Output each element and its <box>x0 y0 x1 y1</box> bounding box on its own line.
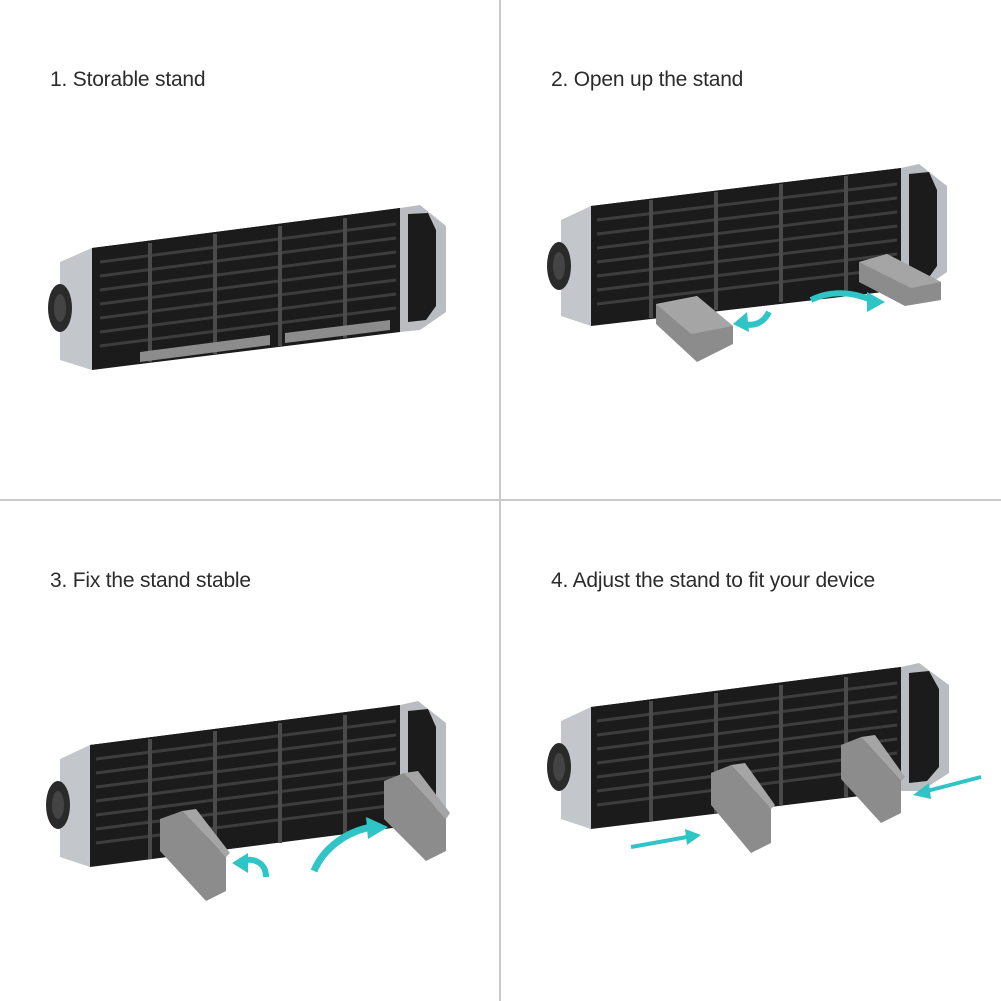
push-arrow-icon <box>630 835 688 849</box>
stand-left-fixed <box>160 809 230 901</box>
step-caption-2: 2. Open up the stand <box>551 68 743 92</box>
step-panel-1: 1. Storable stand <box>0 0 499 499</box>
step-number: 1. <box>50 68 68 91</box>
step-label: Fix the stand stable <box>72 569 251 592</box>
fan-open-stand-image <box>547 164 947 362</box>
fan-adjust-stand-image <box>547 663 982 853</box>
step-label: Storable stand <box>72 68 206 91</box>
stand-right-adjusted <box>841 735 905 823</box>
stored-stand-left <box>140 335 270 362</box>
horizontal-divider <box>0 499 1001 501</box>
stand-right-fixed <box>384 771 450 861</box>
fan-unit <box>547 164 947 326</box>
push-arrow-icon <box>926 775 982 793</box>
fan-storable-stand-image <box>48 205 446 370</box>
rotate-arrow-icon <box>809 290 873 303</box>
step-number: 4. <box>551 569 569 592</box>
fan-unit <box>547 663 949 829</box>
stand-right-open <box>859 254 941 306</box>
step-caption-4: 4. Adjust the stand to fit your device <box>551 569 875 593</box>
fan-unit <box>48 205 446 370</box>
step-number: 3. <box>50 569 68 592</box>
step-number: 2. <box>551 68 569 91</box>
rotate-arrow-icon <box>310 823 373 873</box>
step-panel-4: 4. Adjust the stand to fit your device <box>501 501 1000 1000</box>
fan-fixed-stand-image <box>46 701 450 901</box>
step-panel-3: 3. Fix the stand stable <box>0 501 499 1000</box>
step-caption-1: 1. Storable stand <box>50 68 206 92</box>
stored-stand-right <box>285 320 390 343</box>
step-label: Open up the stand <box>573 68 744 91</box>
step-caption-3: 3. Fix the stand stable <box>50 569 251 593</box>
stand-middle-adjusted <box>711 763 775 853</box>
step-panel-2: 2. Open up the stand <box>501 0 1000 499</box>
step-label: Adjust the stand to fit your device <box>572 569 876 592</box>
stand-left-open <box>656 296 733 362</box>
